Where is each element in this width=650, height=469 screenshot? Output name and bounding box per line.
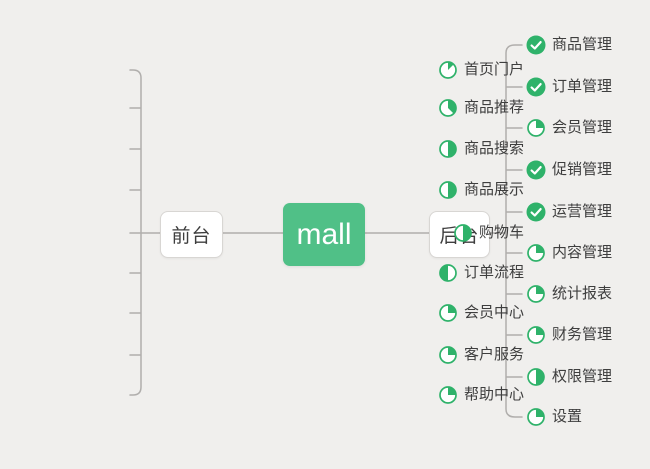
topic-label: 商品展示 (463, 181, 524, 198)
branch-label: 前台 (171, 226, 212, 247)
progress-2-8-icon (438, 303, 458, 323)
progress-2-8-icon (526, 243, 546, 263)
topic-label: 首页门户 (463, 61, 524, 78)
topic-left-8[interactable]: 帮助中心 (438, 381, 524, 409)
topic-left-2[interactable]: 商品搜索 (438, 135, 524, 163)
topic-label: 订单管理 (552, 78, 613, 95)
topic-label: 内容管理 (552, 244, 613, 261)
progress-4-8-icon (526, 367, 546, 387)
topic-label: 商品管理 (552, 36, 613, 53)
topic-left-6[interactable]: 会员中心 (438, 299, 524, 327)
topic-right-9[interactable]: 设置 (526, 403, 582, 431)
topic-right-7[interactable]: 财务管理 (526, 321, 612, 349)
progress-4-8-icon (438, 180, 458, 200)
check-icon (526, 35, 546, 55)
topic-right-4[interactable]: 运营管理 (526, 198, 612, 226)
topic-label: 商品推荐 (463, 99, 524, 116)
topic-right-5[interactable]: 内容管理 (526, 239, 612, 267)
check-icon (526, 77, 546, 97)
topic-label: 设置 (552, 408, 583, 425)
topic-left-7[interactable]: 客户服务 (438, 341, 524, 369)
topic-label: 会员管理 (552, 119, 613, 136)
progress-2-8-icon (526, 118, 546, 138)
topic-right-6[interactable]: 统计报表 (526, 280, 612, 308)
topic-label: 订单流程 (463, 264, 524, 281)
branch-node-frontend[interactable]: 前台 (160, 211, 223, 258)
progress-2-8-icon (526, 325, 546, 345)
root-label: mall (296, 217, 352, 251)
progress-3-8-icon (438, 98, 458, 118)
topic-label: 权限管理 (552, 368, 613, 385)
progress-1-8-icon (438, 60, 458, 80)
topic-right-8[interactable]: 权限管理 (526, 363, 612, 391)
topic-label: 客户服务 (463, 346, 524, 363)
topic-label: 会员中心 (463, 304, 524, 321)
progress-2-8-icon (438, 345, 458, 365)
check-icon (526, 160, 546, 180)
topic-right-1[interactable]: 订单管理 (526, 73, 612, 101)
progress-left-half-icon (438, 263, 458, 283)
progress-2-8-icon (526, 284, 546, 304)
topic-left-3[interactable]: 商品展示 (438, 176, 524, 204)
root-node-mall[interactable]: mall (283, 203, 365, 266)
topic-right-2[interactable]: 会员管理 (526, 114, 612, 142)
topic-label: 商品搜索 (463, 140, 524, 157)
topic-label: 统计报表 (552, 285, 613, 302)
topic-left-1[interactable]: 商品推荐 (438, 94, 524, 122)
progress-2-8-icon (438, 385, 458, 405)
topic-left-4[interactable]: 购物车 (453, 219, 524, 247)
topic-left-0[interactable]: 首页门户 (438, 56, 524, 84)
check-icon (526, 202, 546, 222)
topic-left-5[interactable]: 订单流程 (438, 259, 524, 287)
topic-right-3[interactable]: 促销管理 (526, 156, 612, 184)
progress-4-8-icon (438, 139, 458, 159)
progress-2-8-icon (526, 407, 546, 427)
topic-label: 促销管理 (552, 161, 613, 178)
topic-right-0[interactable]: 商品管理 (526, 31, 612, 59)
topic-label: 帮助中心 (463, 386, 524, 403)
topic-label: 购物车 (478, 224, 524, 241)
topic-label: 财务管理 (552, 326, 613, 343)
progress-4-8-icon (453, 223, 473, 243)
topic-label: 运营管理 (552, 203, 613, 220)
